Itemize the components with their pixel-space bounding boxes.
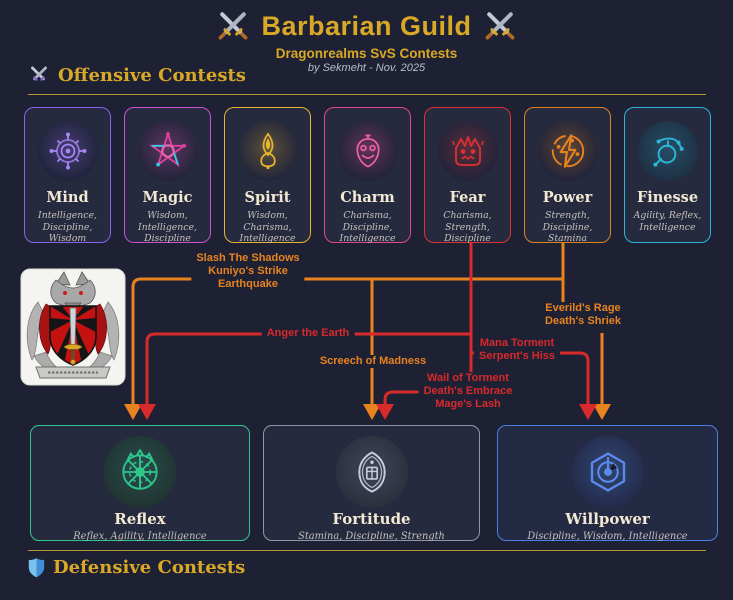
web-icon	[122, 449, 158, 490]
card-title: Fortitude	[332, 510, 411, 528]
tower-shield-icon	[357, 451, 386, 493]
page-subtitle: Dragonrealms SvS Contests	[275, 46, 458, 61]
defensive-card-fortitude: Fortitude Stamina, Discipline, Strength	[263, 425, 480, 542]
offensive-card-power: Power Strength, Discipline, Stamina	[524, 107, 611, 244]
offensive-card-spirit: Spirit Wisdom, Charisma, Intelligence	[224, 107, 311, 244]
arrowhead-fear-fortitude	[376, 404, 394, 420]
charm-face-icon	[355, 134, 380, 168]
card-title: Charm	[340, 189, 395, 206]
offensive-contests-label: Offensive Contests	[58, 64, 246, 86]
card-title: Magic	[142, 189, 193, 206]
pentagram-icon	[148, 131, 187, 168]
connection-label-fear-fortitude: Wail of Torment Death's Embrace Mage's L…	[418, 372, 518, 411]
card-stats: Intelligence, Discipline, Wisdom	[38, 210, 97, 244]
offensive-card-charm: Charm Charisma, Discipline, Intelligence	[324, 107, 411, 244]
card-stats: Reflex, Agility, Intelligence	[73, 531, 207, 542]
gold-divider-top	[28, 94, 706, 95]
crossed-swords-icon	[485, 12, 514, 40]
card-stats: Stamina, Discipline, Strength	[298, 531, 445, 542]
mind-network-icon	[49, 132, 86, 170]
card-stats: Charisma, Strength, Discipline	[443, 210, 492, 244]
title-block: Barbarian Guild Dragonrealms SvS Contest…	[0, 8, 733, 74]
acrobat-icon	[652, 137, 684, 167]
card-stats: Wisdom, Charisma, Intelligence	[239, 210, 296, 244]
offensive-contests-header: Offensive Contests	[28, 64, 246, 86]
card-title: Reflex	[114, 510, 166, 528]
arrowhead-power-fortitude	[363, 404, 381, 420]
card-title: Mind	[46, 189, 89, 206]
card-title: Willpower	[565, 510, 650, 528]
defensive-card-willpower: Willpower Discipline, Wisdom, Intelligen…	[497, 425, 718, 542]
spirit-flame-icon	[259, 132, 276, 170]
card-title: Power	[542, 189, 593, 206]
hex-compass-icon	[590, 452, 625, 492]
crossed-swords-icon	[31, 66, 47, 82]
card-stats: Discipline, Wisdom, Intelligence	[527, 531, 688, 542]
offensive-card-mind: Mind Intelligence, Discipline, Wisdom	[24, 107, 111, 244]
defensive-contests-header: Defensive Contests	[28, 557, 245, 578]
offensive-card-fear: Fear Charisma, Strength, Discipline	[424, 107, 511, 244]
card-title: Spirit	[244, 189, 291, 206]
gold-divider-bottom	[28, 550, 706, 551]
offensive-card-magic: Magic Wisdom, Intelligence, Discipline	[124, 107, 211, 244]
card-stats: Wisdom, Intelligence, Discipline	[138, 210, 197, 244]
barbarian-guild-crest	[20, 268, 126, 391]
arrowhead-fear-willpower	[579, 404, 597, 420]
card-stats: Strength, Discipline, Stamina	[542, 210, 593, 244]
sword-icon	[69, 307, 77, 346]
arrowhead-power-willpower	[593, 404, 611, 420]
crossed-swords-icon	[219, 12, 248, 40]
defensive-card-reflex: Reflex Reflex, Agility, Intelligence	[30, 425, 250, 542]
arrowhead-fear-reflex	[138, 404, 156, 420]
connection-label-power-reflex: Slash The Shadows Kuniyo's Strike Earthq…	[191, 252, 305, 291]
byline: by Sekmeht - Nov. 2025	[307, 62, 426, 74]
shield-icon	[28, 558, 45, 578]
connection-label-fear-willpower: Mana Torment Serpent's Hiss	[474, 337, 560, 363]
card-title: Finesse	[636, 189, 699, 206]
card-title: Fear	[449, 189, 486, 206]
defensive-contests-label: Defensive Contests	[53, 557, 246, 578]
card-stats: Charisma, Discipline, Intelligence	[339, 210, 396, 244]
arrowhead-power-reflex	[124, 404, 142, 420]
card-stats: Agility, Reflex, Intelligence	[633, 210, 702, 233]
connection-label-fear-reflex: Anger the Earth	[261, 327, 355, 340]
page-title: Barbarian Guild	[261, 10, 472, 41]
lightning-bolt-icon	[551, 134, 584, 168]
connection-label-power-willpower: Everild's Rage Death's Shriek	[540, 302, 626, 328]
offensive-card-finesse: Finesse Agility, Reflex, Intelligence	[624, 107, 711, 243]
connection-label-power-fortitude: Screech of Madness	[314, 355, 432, 368]
fear-face-icon	[451, 136, 484, 166]
